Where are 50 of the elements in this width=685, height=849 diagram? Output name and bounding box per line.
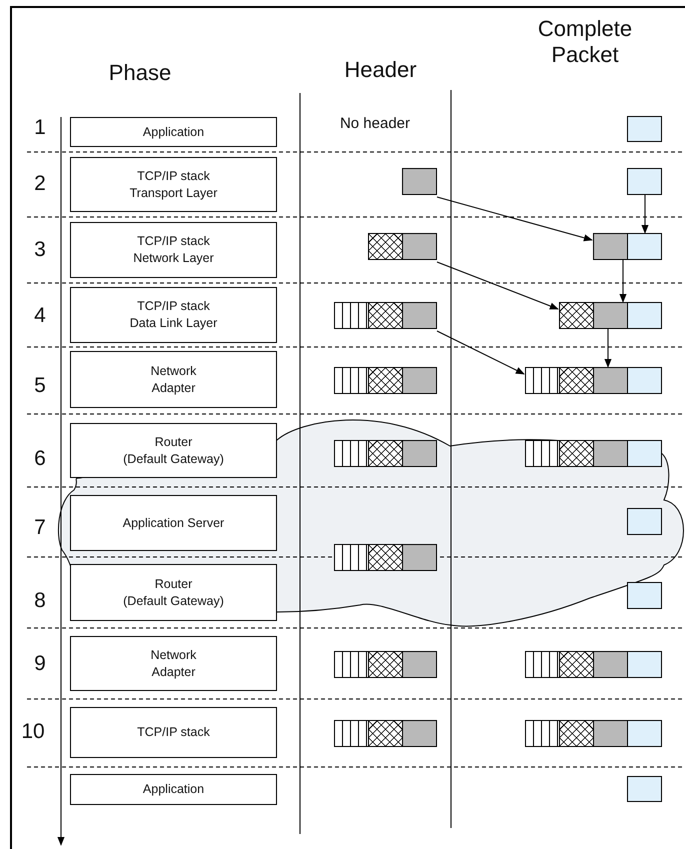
arrow bbox=[436, 262, 559, 310]
packet-bar bbox=[627, 776, 662, 802]
arrow bbox=[436, 196, 593, 242]
packet-bar bbox=[334, 544, 437, 571]
packet-bar bbox=[627, 582, 662, 609]
arrow bbox=[604, 328, 612, 368]
phase-box: Application bbox=[70, 774, 277, 805]
step-number: 3 bbox=[33, 237, 47, 262]
packet-bar bbox=[334, 440, 437, 467]
packet-bar bbox=[402, 168, 437, 195]
arrow bbox=[619, 260, 627, 303]
note-text: No header bbox=[338, 115, 412, 133]
step-number: 5 bbox=[33, 373, 47, 398]
step-number: 6 bbox=[33, 446, 47, 472]
phase-box: TCP/IP stack Network Layer bbox=[70, 222, 277, 278]
phase-box: Network Adapter bbox=[70, 636, 277, 691]
step-number: 2 bbox=[33, 171, 47, 196]
phase-box: Network Adapter bbox=[70, 351, 277, 408]
packet-bar bbox=[627, 508, 662, 535]
packet-bar bbox=[334, 302, 437, 329]
step-number: 1 bbox=[33, 115, 47, 140]
step-number: 9 bbox=[33, 651, 47, 676]
phase-box: Router (Default Gateway) bbox=[70, 564, 277, 621]
packet-bar bbox=[559, 302, 662, 329]
packet-bar bbox=[525, 720, 662, 747]
column-heading: Phase bbox=[108, 60, 172, 86]
phase-box: Router (Default Gateway) bbox=[70, 423, 277, 478]
phase-box: TCP/IP stack bbox=[70, 707, 277, 758]
packet-bar bbox=[525, 651, 662, 678]
packet-bar bbox=[627, 168, 662, 195]
packet-bar bbox=[593, 233, 662, 260]
step-number: 8 bbox=[33, 588, 47, 614]
packet-bar bbox=[525, 367, 662, 394]
packet-bar bbox=[334, 367, 437, 394]
phase-box: TCP/IP stack Data Link Layer bbox=[70, 287, 277, 343]
step-number: 4 bbox=[33, 303, 47, 328]
arrow bbox=[641, 194, 649, 234]
step-number: 10 bbox=[20, 719, 46, 744]
phase-box: Application Server bbox=[70, 495, 277, 551]
packet-bar bbox=[368, 233, 437, 260]
column-heading: Header bbox=[343, 57, 418, 84]
phase-box: TCP/IP stack Transport Layer bbox=[70, 157, 277, 212]
packet-bar bbox=[334, 651, 437, 678]
phase-box: Application bbox=[70, 117, 277, 147]
packet-bar bbox=[525, 440, 662, 467]
column-heading: Complete Packet bbox=[536, 16, 634, 69]
arrow bbox=[436, 330, 525, 374]
packet-bar bbox=[334, 720, 437, 747]
packet-bar bbox=[627, 116, 662, 142]
step-number: 7 bbox=[33, 515, 47, 540]
